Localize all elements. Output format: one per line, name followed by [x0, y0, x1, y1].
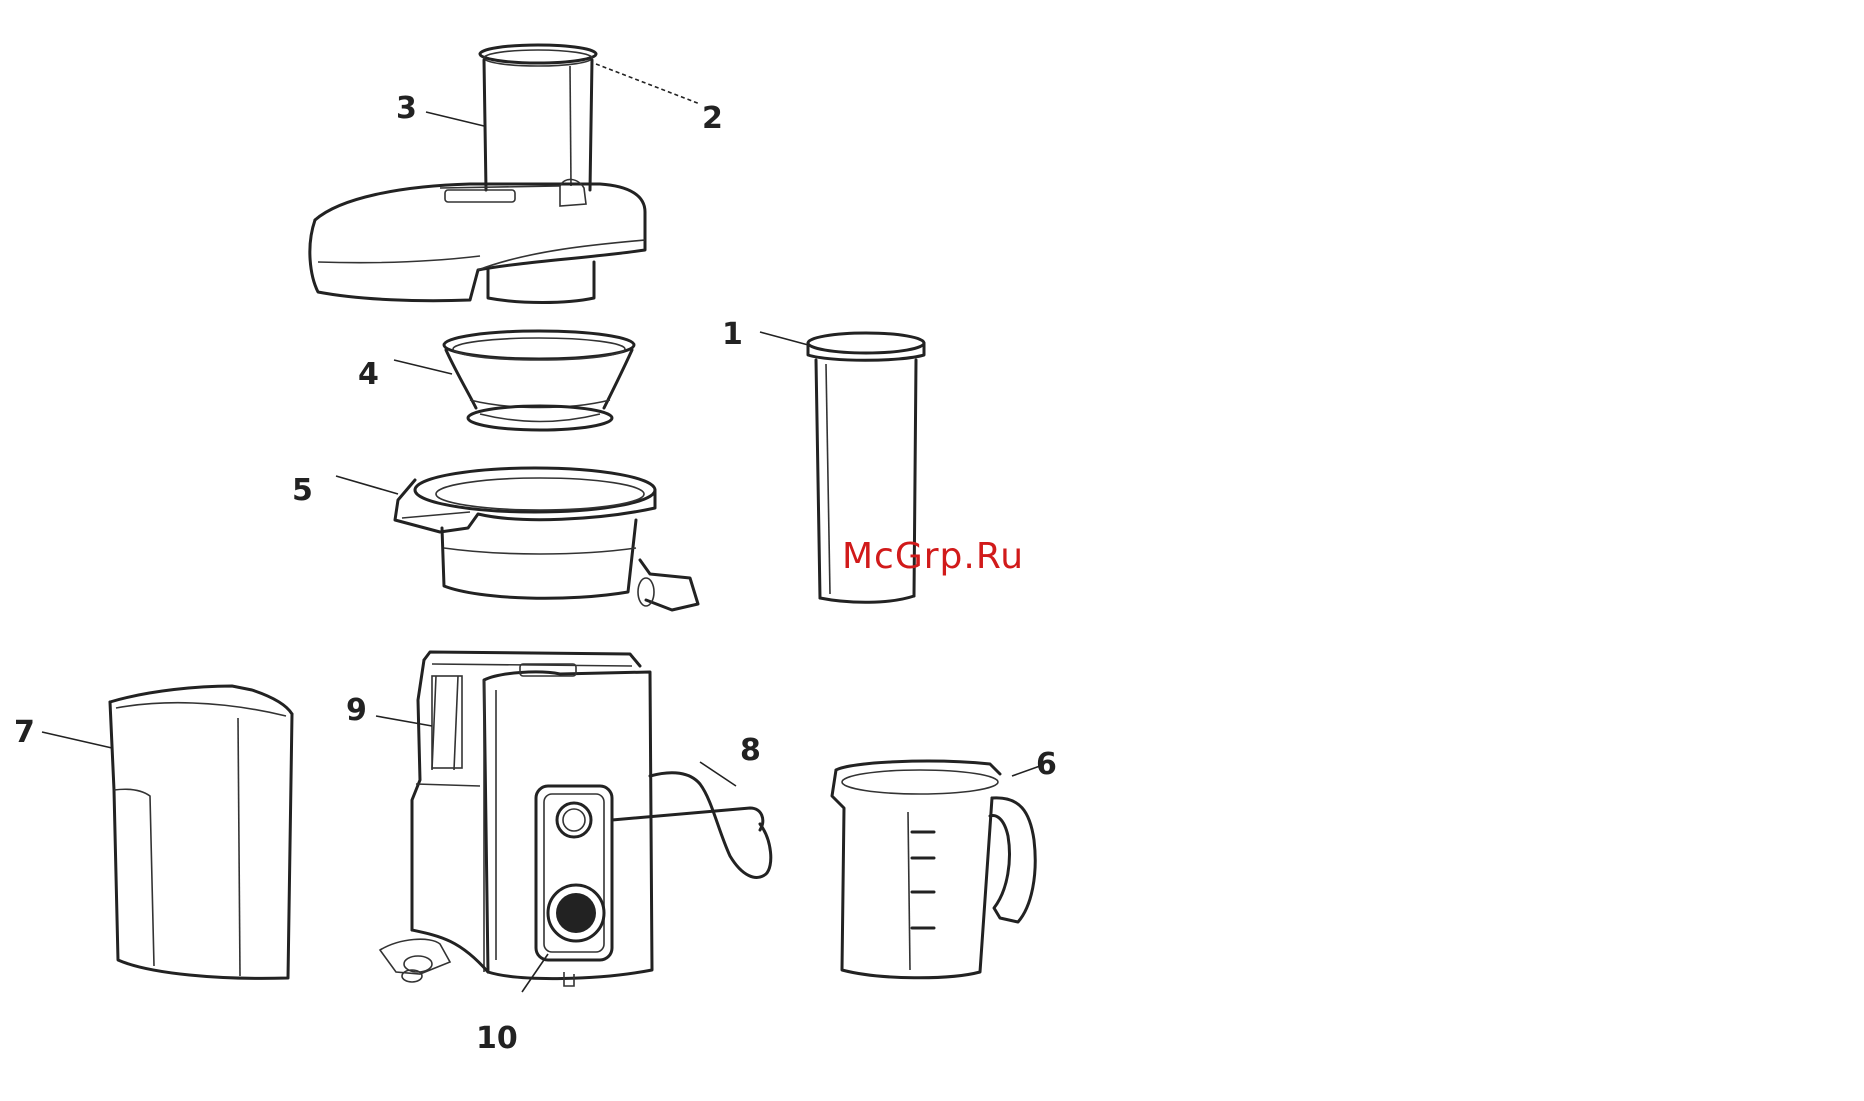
label-part-10: 10	[476, 1021, 518, 1056]
watermark: McGrp.Ru	[842, 536, 1024, 577]
part-cover-with-feed-tube	[310, 45, 645, 303]
label-part-5: 5	[292, 473, 313, 508]
leader-lines	[42, 64, 1040, 992]
part-pulp-container	[110, 686, 292, 978]
part-motor-base	[380, 652, 771, 986]
part-filter-basket	[444, 331, 634, 430]
label-part-1: 1	[722, 317, 743, 352]
label-part-4: 4	[358, 357, 379, 392]
part-juice-jug	[832, 761, 1035, 978]
label-part-6: 6	[1036, 747, 1057, 782]
label-part-9: 9	[346, 693, 367, 728]
label-part-2: 2	[702, 101, 723, 136]
part-juice-collector	[395, 468, 698, 610]
label-part-8: 8	[740, 733, 761, 768]
label-part-3: 3	[396, 91, 417, 126]
label-part-7: 7	[14, 715, 35, 750]
